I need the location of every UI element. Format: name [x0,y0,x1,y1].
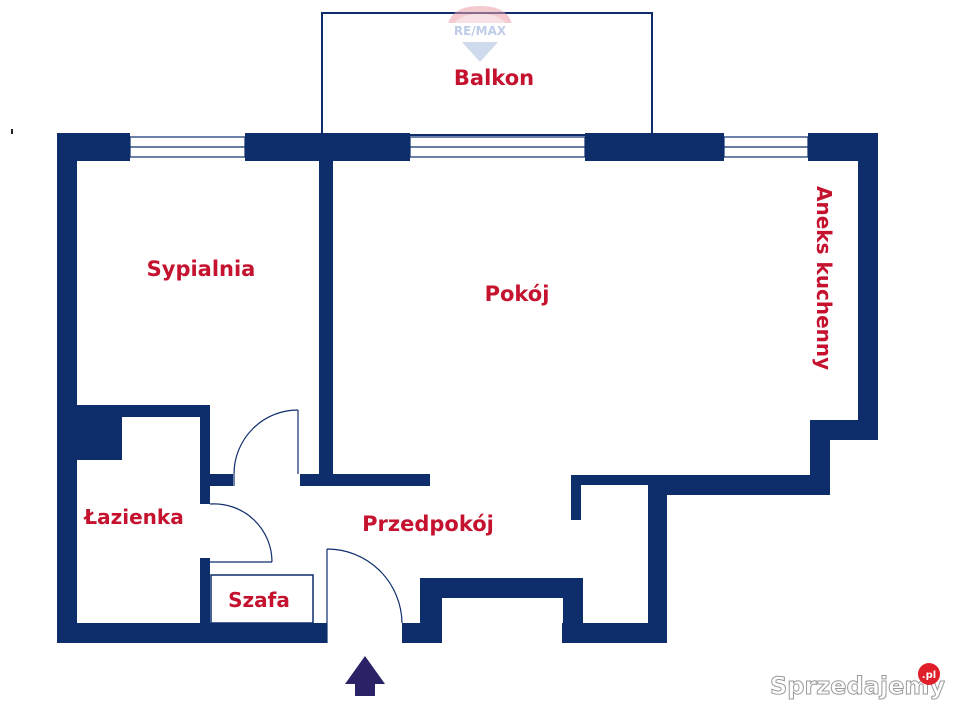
watermark-text: Sprzedajemy [770,672,945,700]
label-przedpokoj: Przedpokój [362,512,494,536]
door-entrance [326,548,403,643]
logo-text: RE/MAX [454,24,507,38]
door-bedroom [233,409,299,486]
doors [209,409,403,643]
watermark-badge: .pl [922,670,936,681]
door-bathroom [209,503,273,563]
label-pokoj: Pokój [485,282,550,306]
entrance-arrow-icon [345,656,385,696]
label-szafa: Szafa [228,588,290,612]
label-lazienka: Łazienka [83,505,183,529]
label-sypialnia: Sypialnia [147,257,256,281]
wardrobe-box [210,574,314,624]
tick-mark [11,129,13,134]
walls [57,133,878,643]
sprzedajemy-watermark: Sprzedajemy .pl [770,663,946,701]
remax-logo: RE/MAX [444,6,516,62]
label-aneks-kuchenny: Aneks kuchenny [812,186,836,370]
windows [129,136,809,158]
label-balkon: Balkon [454,66,534,90]
